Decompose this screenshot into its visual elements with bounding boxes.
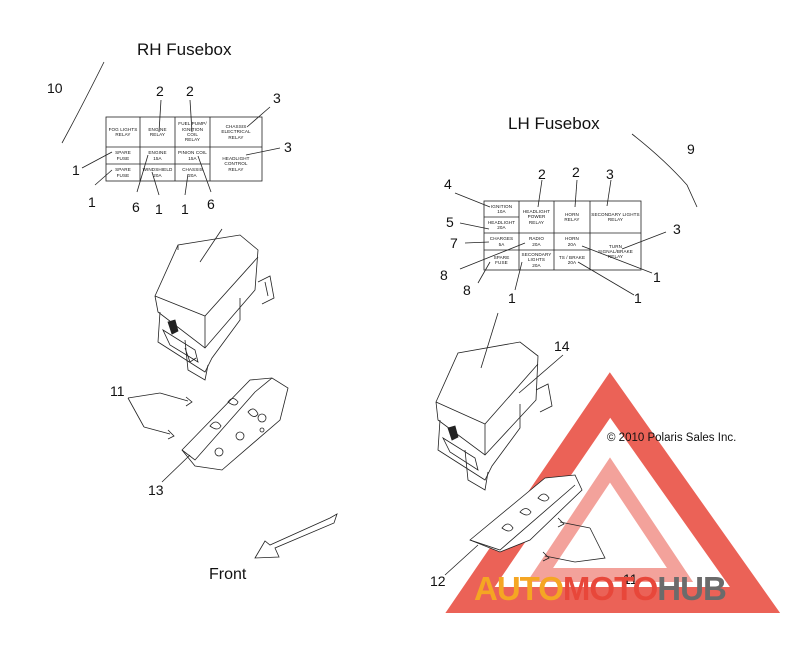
watermark-moto: MOTO bbox=[562, 570, 658, 607]
watermark-auto: AUTO bbox=[474, 570, 564, 607]
lh-cell-ignition-10a: IGNITION 10A bbox=[490, 203, 513, 214]
lh-callout-9: 9 bbox=[687, 141, 695, 157]
rh-callout-6a: 6 bbox=[132, 199, 140, 215]
lh-callout-1c: 1 bbox=[508, 290, 516, 306]
watermark-hub: HUB bbox=[657, 570, 726, 607]
lh-cell-headlight-power-relay: HEADLIGHT POWER RELAY bbox=[522, 209, 551, 225]
rh-cell-spare-fuse-2: SPARE FUSE bbox=[115, 167, 131, 178]
rh-cell-chassis-20a: CHASSIS 20A bbox=[182, 167, 203, 178]
rh-callout-1d: 1 bbox=[181, 201, 189, 217]
rh-cell-spare-fuse-1: SPARE FUSE bbox=[115, 150, 131, 161]
rh-cell-fuel-pump-relay: FUEL PUMP/ IGNITION COIL RELAY bbox=[178, 121, 207, 143]
rh-callout-3a: 3 bbox=[273, 90, 281, 106]
lh-cell-secondary-lights-20a: SECONDARY LIGHTS 20A bbox=[521, 252, 552, 268]
copyright-notice: © 2010 Polaris Sales Inc. bbox=[607, 432, 737, 444]
lh-cell-charges-5a: CHARGES 5A bbox=[489, 236, 514, 247]
rh-callout-1a: 1 bbox=[72, 162, 80, 178]
lh-callout-11: 11 bbox=[623, 571, 638, 587]
rh-cell-engine-relay: ENGINE RELAY bbox=[148, 126, 167, 137]
lh-callout-5: 5 bbox=[446, 214, 454, 230]
rh-callout-10: 10 bbox=[47, 80, 63, 96]
rh-cell-windshield-20a: WINDSHIELD 20A bbox=[142, 167, 173, 178]
rh-callout-1b: 1 bbox=[88, 194, 96, 210]
lh-callout-3a: 3 bbox=[606, 166, 614, 182]
lh-cell-ts-brake-20a: TS / BRAKE 20A bbox=[558, 254, 586, 265]
lh-fusebox-title: LH Fusebox bbox=[508, 114, 600, 133]
lh-cell-headlight-20a: HEADLIGHT 20A bbox=[487, 219, 516, 230]
rh-cell-pinion-coil-15a: PINION COIL 15A bbox=[178, 150, 207, 161]
rh-callout-6b: 6 bbox=[207, 196, 215, 212]
rh-cell-fog-lights-relay: FOG LIGHTS RELAY bbox=[108, 126, 138, 137]
front-label: Front bbox=[209, 566, 247, 583]
rh-cell-headlight-control-relay: HEADLIGHT CONTROL RELAY bbox=[222, 156, 250, 172]
watermark-logo: AUTOMOTOHUB bbox=[474, 570, 727, 608]
rh-callout-1c: 1 bbox=[155, 201, 163, 217]
lh-callout-12: 12 bbox=[430, 573, 446, 589]
rh-callout-13: 13 bbox=[148, 482, 164, 498]
rh-cell-chassis-electrical-relay: CHASSIS ELECTRICAL RELAY bbox=[221, 124, 251, 140]
rh-cell-engine-15a: ENGINE 15A bbox=[148, 150, 167, 161]
lh-cell-spare-fuse: SPARE FUSE bbox=[493, 254, 510, 265]
lh-cell-radio-20a: RADIO 20A bbox=[528, 236, 545, 247]
rh-callout-2a: 2 bbox=[156, 83, 164, 99]
lh-callout-14: 14 bbox=[554, 338, 570, 354]
lh-cell-horn-relay: HORN RELAY bbox=[564, 211, 580, 222]
lh-callout-8a: 8 bbox=[440, 267, 448, 283]
lh-cell-secondary-lights-relay: SECONDARY LIGHTS RELAY bbox=[591, 211, 640, 222]
lh-callout-4: 4 bbox=[444, 176, 452, 192]
rh-callout-3b: 3 bbox=[284, 139, 292, 155]
lh-callout-8b: 8 bbox=[463, 282, 471, 298]
rh-callout-2b: 2 bbox=[186, 83, 194, 99]
rh-fusebox-title: RH Fusebox bbox=[137, 40, 232, 59]
rh-callout-11: 11 bbox=[110, 383, 125, 399]
lh-callout-7: 7 bbox=[450, 235, 458, 251]
lh-callout-2a: 2 bbox=[538, 166, 546, 182]
lh-callout-3b: 3 bbox=[673, 221, 681, 237]
lh-callout-1a: 1 bbox=[653, 269, 661, 285]
lh-cell-horn-20a: HORN 20A bbox=[565, 236, 579, 247]
lh-callout-1b: 1 bbox=[634, 290, 642, 306]
lh-callout-2b: 2 bbox=[572, 164, 580, 180]
lh-cell-turn-signal-brake-relay: TURN SIGNAL/BRAKE RELAY bbox=[598, 243, 633, 260]
